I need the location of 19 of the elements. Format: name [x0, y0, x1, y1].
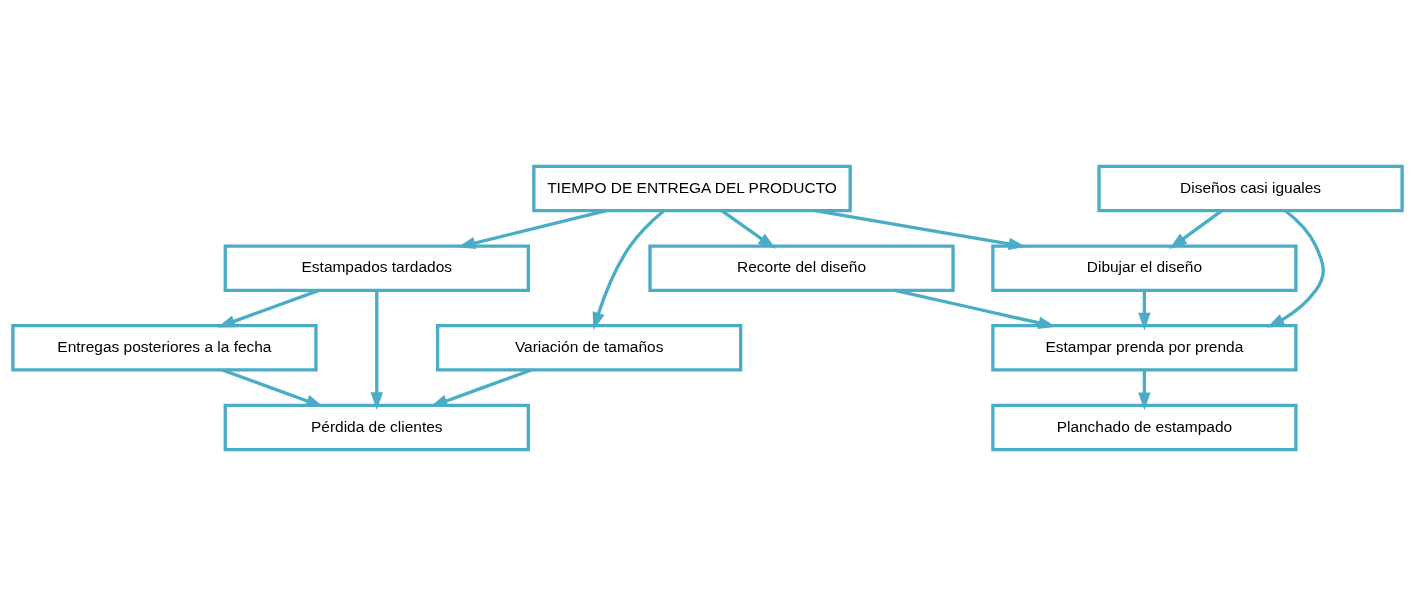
- node-box: Dibujar el diseño: [991, 243, 1298, 292]
- arrow: [370, 289, 383, 410]
- node-box: TIEMPO DE ENTREGA DEL PRODUCTO: [532, 164, 852, 212]
- arrow: [1138, 289, 1151, 331]
- node-box: Planchado de estampado: [991, 403, 1298, 451]
- arrow: [1266, 208, 1325, 328]
- arrow: [814, 208, 1027, 250]
- node-box: Diseños casi iguales: [1097, 164, 1404, 212]
- arrow: [592, 208, 665, 330]
- arrow: [457, 208, 607, 249]
- node-box: Variación de tamaños: [435, 323, 743, 372]
- node-box: Estampados tardados: [223, 243, 530, 292]
- arrow: [1138, 369, 1151, 410]
- arrow: [217, 288, 320, 327]
- node-box: Recorte del diseño: [648, 243, 955, 292]
- arrow: [894, 288, 1057, 329]
- node-box: Pérdida de clientes: [223, 403, 530, 451]
- node-box: Entregas posteriores a la fecha: [11, 323, 318, 372]
- node-box: Estampar prenda por prenda: [991, 323, 1298, 372]
